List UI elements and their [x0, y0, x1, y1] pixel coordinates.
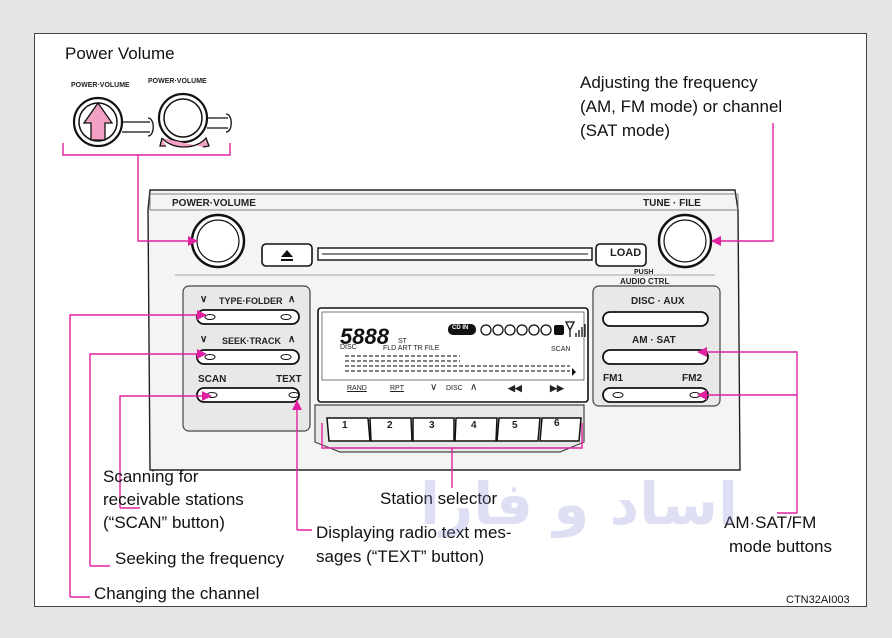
inset-knob-push [72, 96, 154, 148]
figure-code: CTN32AI003 [786, 594, 850, 606]
display-chevron-up-icon: ∧ [470, 382, 478, 393]
displaying-caption-line2: sages (“TEXT” button) [316, 547, 485, 566]
adjusting-caption-line3: (SAT mode) [580, 121, 671, 140]
scan-label: SCAN [198, 374, 227, 385]
display-st: ST [398, 338, 407, 345]
seek-track-button[interactable] [196, 349, 300, 365]
scan-text-button[interactable] [196, 387, 300, 403]
display-disc-2: DISC [446, 385, 463, 392]
display-disc: DISC [340, 344, 357, 351]
chevron-up-icon: ∧ [288, 334, 296, 345]
am-sat-label: AM · SAT [632, 335, 676, 346]
display-rpt: RPT [390, 385, 404, 392]
svg-text:5888: 5888 [340, 324, 390, 349]
inset-push-label: POWER·VOLUME [71, 82, 130, 89]
am-sat-button[interactable] [602, 349, 709, 365]
preset-label: 4 [471, 420, 477, 431]
power-volume-knob[interactable] [190, 213, 246, 269]
display-chevron-down-icon: ∨ [430, 382, 438, 393]
tune-file-label: TUNE · FILE [643, 198, 701, 209]
scanning-caption-line3: (“SCAN” button) [103, 513, 225, 532]
chevron-down-icon: ∨ [200, 334, 208, 345]
display-cdin: CD IN [452, 325, 469, 331]
preset-label: 2 [387, 420, 393, 431]
lcd-display: 5888 [317, 307, 589, 403]
inset-rotate-label: POWER·VOLUME [148, 78, 207, 85]
seek-track-label: SEEK·TRACK [222, 336, 282, 346]
disc-aux-button[interactable] [602, 311, 709, 327]
audio-ctrl-label: AUDIO CTRL [620, 277, 670, 286]
disc-slot [317, 247, 593, 261]
fm1-label: FM1 [603, 373, 623, 384]
adjusting-caption-line2: (AM, FM mode) or channel [580, 97, 783, 116]
load-button[interactable] [595, 243, 647, 267]
tune-file-knob[interactable] [657, 213, 713, 269]
leader-arrows [188, 236, 721, 410]
preset-buttons[interactable] [326, 417, 582, 442]
preset-label: 5 [512, 420, 518, 431]
watermark-logo: ﺍﺳﺎﺩ ﻭ ﻓﺎﺭﺍ [420, 470, 738, 538]
chevron-down-icon: ∨ [200, 294, 208, 305]
scanning-caption-line2: receivable stations [103, 490, 244, 509]
fast-forward-icon: ▶▶ [550, 383, 564, 393]
leader-lines [62, 123, 798, 597]
preset-label: 3 [429, 420, 435, 431]
text-label: TEXT [276, 374, 302, 385]
displaying-caption-line1: Displaying radio text mes- [316, 523, 512, 542]
power-volume-caption: Power Volume [65, 44, 175, 63]
station-selector-caption: Station selector [380, 489, 498, 508]
preset-label: 6 [554, 418, 560, 429]
scanning-caption-line1: Scanning for [103, 467, 199, 486]
type-folder-label: TYPE·FOLDER [219, 296, 283, 306]
adjusting-caption-line1: Adjusting the frequency [580, 73, 758, 92]
disc-aux-label: DISC · AUX [631, 296, 685, 307]
push-label: PUSH [634, 269, 654, 276]
rewind-icon: ◀◀ [508, 383, 522, 393]
type-folder-button[interactable] [196, 309, 300, 325]
mode-buttons-caption-line2: mode buttons [729, 537, 833, 556]
eject-button[interactable] [261, 243, 313, 267]
display-scan: SCAN [551, 346, 571, 353]
preset-label: 1 [342, 420, 348, 431]
changing-caption: Changing the channel [94, 584, 260, 603]
seeking-caption: Seeking the frequency [115, 549, 285, 568]
load-label: LOAD [610, 247, 642, 259]
power-volume-label: POWER·VOLUME [172, 198, 256, 209]
mode-buttons-caption-line1: AM·SAT/FM [724, 513, 817, 532]
fm2-label: FM2 [682, 373, 702, 384]
leader-ticks [70, 507, 797, 598]
display-rand: RAND [347, 385, 367, 392]
inset-knob-rotate [157, 92, 232, 148]
chevron-up-icon: ∧ [288, 294, 296, 305]
display-fld: FLD ART TR FILE [383, 345, 440, 352]
fm-button[interactable] [602, 387, 709, 403]
